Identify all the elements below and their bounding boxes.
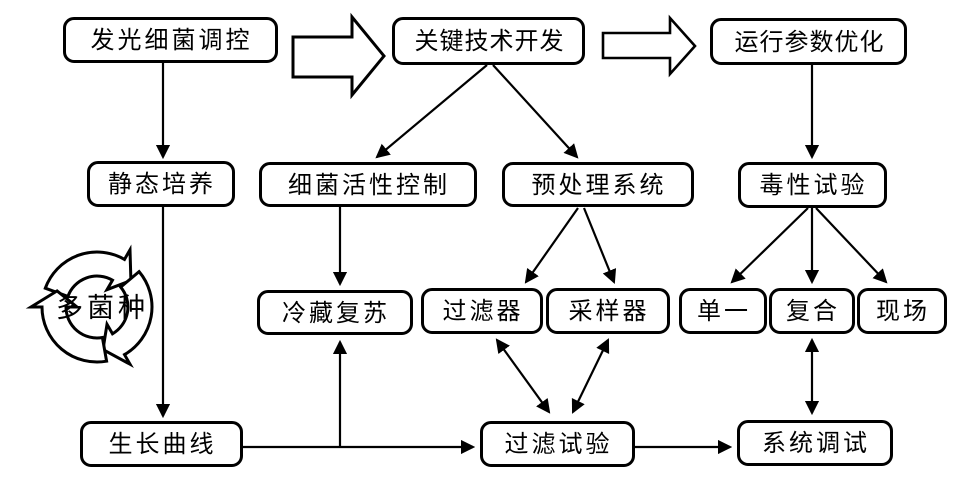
double-arrow-sampler-filtration — [571, 338, 610, 414]
node-static-culture-label: 静态培养 — [108, 170, 216, 198]
arrow-pretreat-to-filter — [524, 207, 579, 284]
node-static-culture: 静态培养 — [87, 161, 235, 207]
node-compound: 复合 — [769, 288, 855, 334]
node-field-label: 现场 — [876, 297, 930, 325]
node-growth-curve: 生长曲线 — [80, 421, 243, 467]
arrow-pretreat-to-sampler — [582, 207, 617, 284]
arrow-toxicity-to-single — [730, 207, 809, 284]
node-filter-label: 过滤器 — [442, 297, 524, 325]
block-arrow-lum-to-key — [291, 12, 386, 100]
node-cold-storage-recovery-label: 冷藏复苏 — [282, 298, 390, 327]
arrow-toxicity-to-field — [815, 207, 888, 284]
node-pretreatment-system-label: 预处理系统 — [531, 170, 667, 199]
node-growth-curve-label: 生长曲线 — [108, 430, 217, 458]
node-single-label: 单一 — [697, 297, 751, 325]
node-filtration-test: 过滤试验 — [480, 421, 635, 467]
node-operating-parameter-optimization-label: 运行参数优化 — [734, 27, 885, 56]
node-key-technology-development: 关键技术开发 — [392, 17, 585, 65]
node-bacteria-activity-control: 细菌活性控制 — [259, 162, 477, 207]
node-system-commissioning: 系统调试 — [737, 420, 893, 466]
node-operating-parameter-optimization: 运行参数优化 — [710, 18, 907, 65]
recycle-arrows-icon — [25, 244, 154, 369]
node-toxicity-test-label: 毒性试验 — [759, 171, 868, 199]
node-field: 现场 — [857, 288, 947, 334]
node-luminescent-bacteria-regulation: 发光细菌调控 — [63, 17, 278, 63]
node-compound-label: 复合 — [786, 297, 840, 325]
node-bacteria-activity-control-label: 细菌活性控制 — [288, 170, 450, 199]
node-filtration-test-label: 过滤试验 — [504, 430, 613, 458]
node-single: 单一 — [679, 288, 767, 334]
node-system-commissioning-label: 系统调试 — [762, 429, 870, 457]
node-toxicity-test: 毒性试验 — [738, 162, 887, 208]
double-arrow-filter-filtration — [495, 338, 551, 414]
node-sampler-label: 采样器 — [568, 297, 650, 325]
node-sampler: 采样器 — [546, 288, 670, 334]
node-pretreatment-system: 预处理系统 — [502, 162, 694, 207]
block-arrow-key-to-opt — [601, 14, 697, 78]
node-filter: 过滤器 — [421, 288, 543, 334]
arrow-key-to-activity — [375, 64, 488, 159]
node-key-technology-development-label: 关键技术开发 — [414, 27, 565, 55]
node-luminescent-bacteria-regulation-label: 发光细菌调控 — [90, 26, 253, 54]
node-cold-storage-recovery: 冷藏复苏 — [257, 290, 413, 335]
multi-strain-label: 多菌种 — [56, 293, 149, 324]
arrow-key-to-pretreat — [492, 64, 579, 159]
